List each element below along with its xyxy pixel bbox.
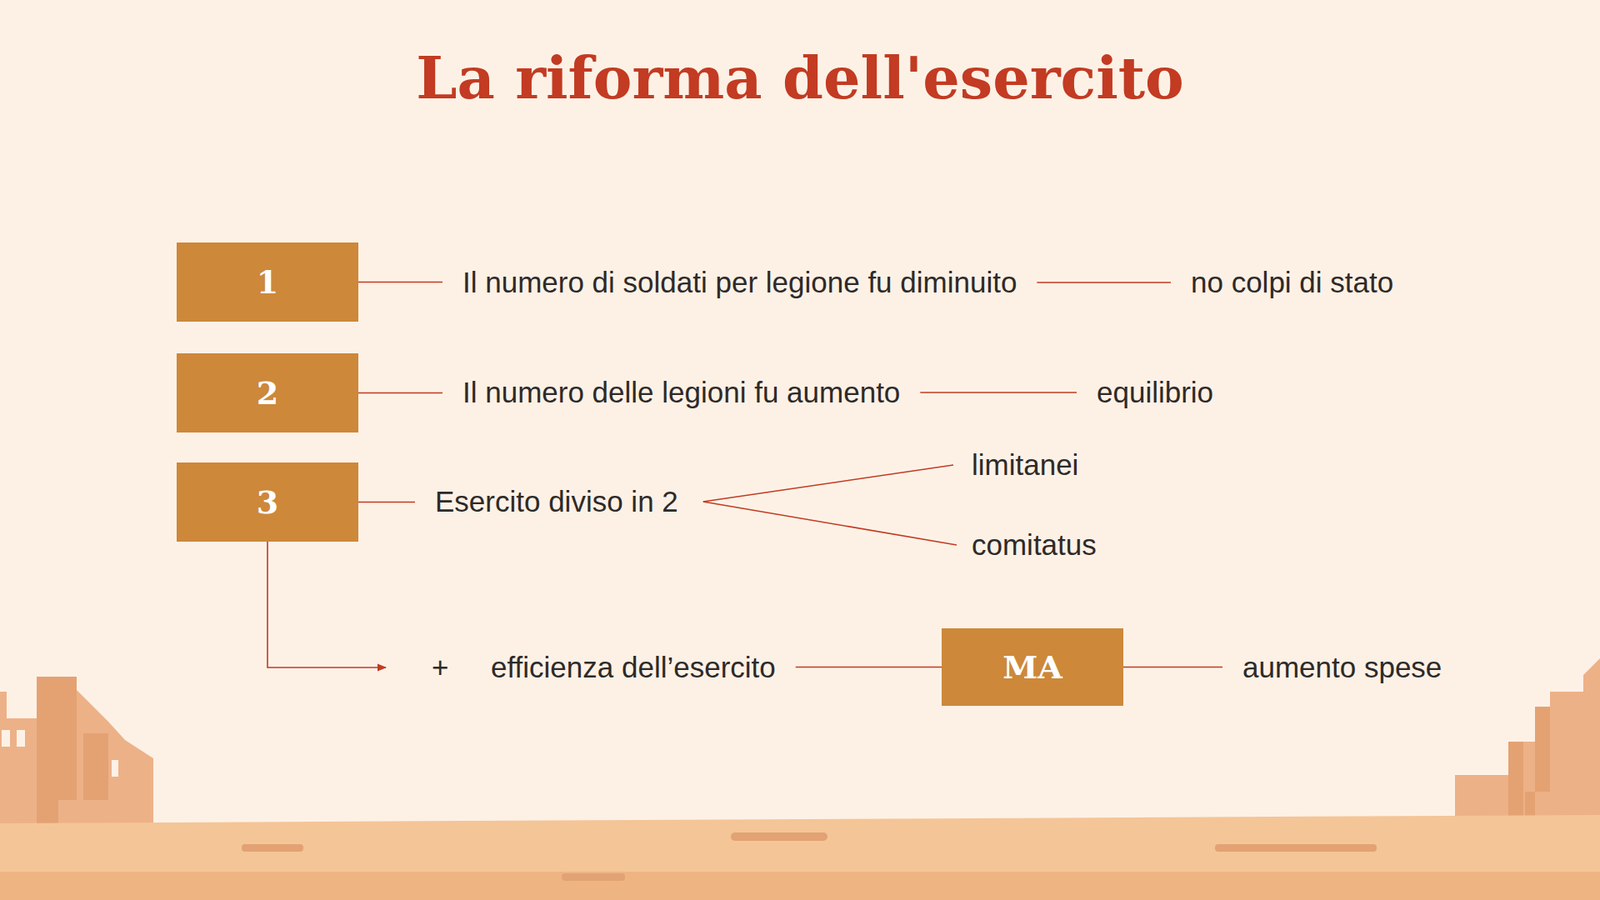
leader-line <box>703 465 954 502</box>
note-text: Il numero di soldati per legione fu dimi… <box>462 265 1017 300</box>
box-label: 1 <box>256 263 279 301</box>
note-text: efficienza dell’esercito <box>490 650 776 685</box>
note-text: comitatus <box>971 527 1097 563</box>
leader-line <box>267 541 386 668</box>
leader-line <box>1123 666 1223 669</box>
number-box: MA <box>941 628 1124 706</box>
box-label: MA <box>1002 648 1063 686</box>
note-text: Esercito diviso in 2 <box>435 484 679 520</box>
note-text: Il numero delle legioni fu aumento <box>462 375 900 410</box>
note-text: no colpi di stato <box>1190 265 1394 300</box>
note-text: limitanei <box>971 447 1079 483</box>
box-label: 3 <box>256 483 279 521</box>
leader-line <box>358 501 415 504</box>
box-label: 2 <box>256 374 279 412</box>
number-box: 1 <box>176 242 359 322</box>
note-text: + <box>431 650 449 685</box>
number-box: 2 <box>176 353 359 433</box>
leader-line <box>358 392 443 395</box>
slide-title: La riforma dell'esercito <box>0 43 1600 113</box>
leader-line <box>1036 281 1171 284</box>
number-box: 3 <box>176 462 359 542</box>
note-text: aumento spese <box>1242 650 1442 685</box>
leader-line <box>358 281 443 284</box>
leader-line <box>795 666 942 669</box>
note-text: equilibrio <box>1096 375 1214 410</box>
leader-line <box>920 391 1077 394</box>
leader-line <box>703 501 957 545</box>
